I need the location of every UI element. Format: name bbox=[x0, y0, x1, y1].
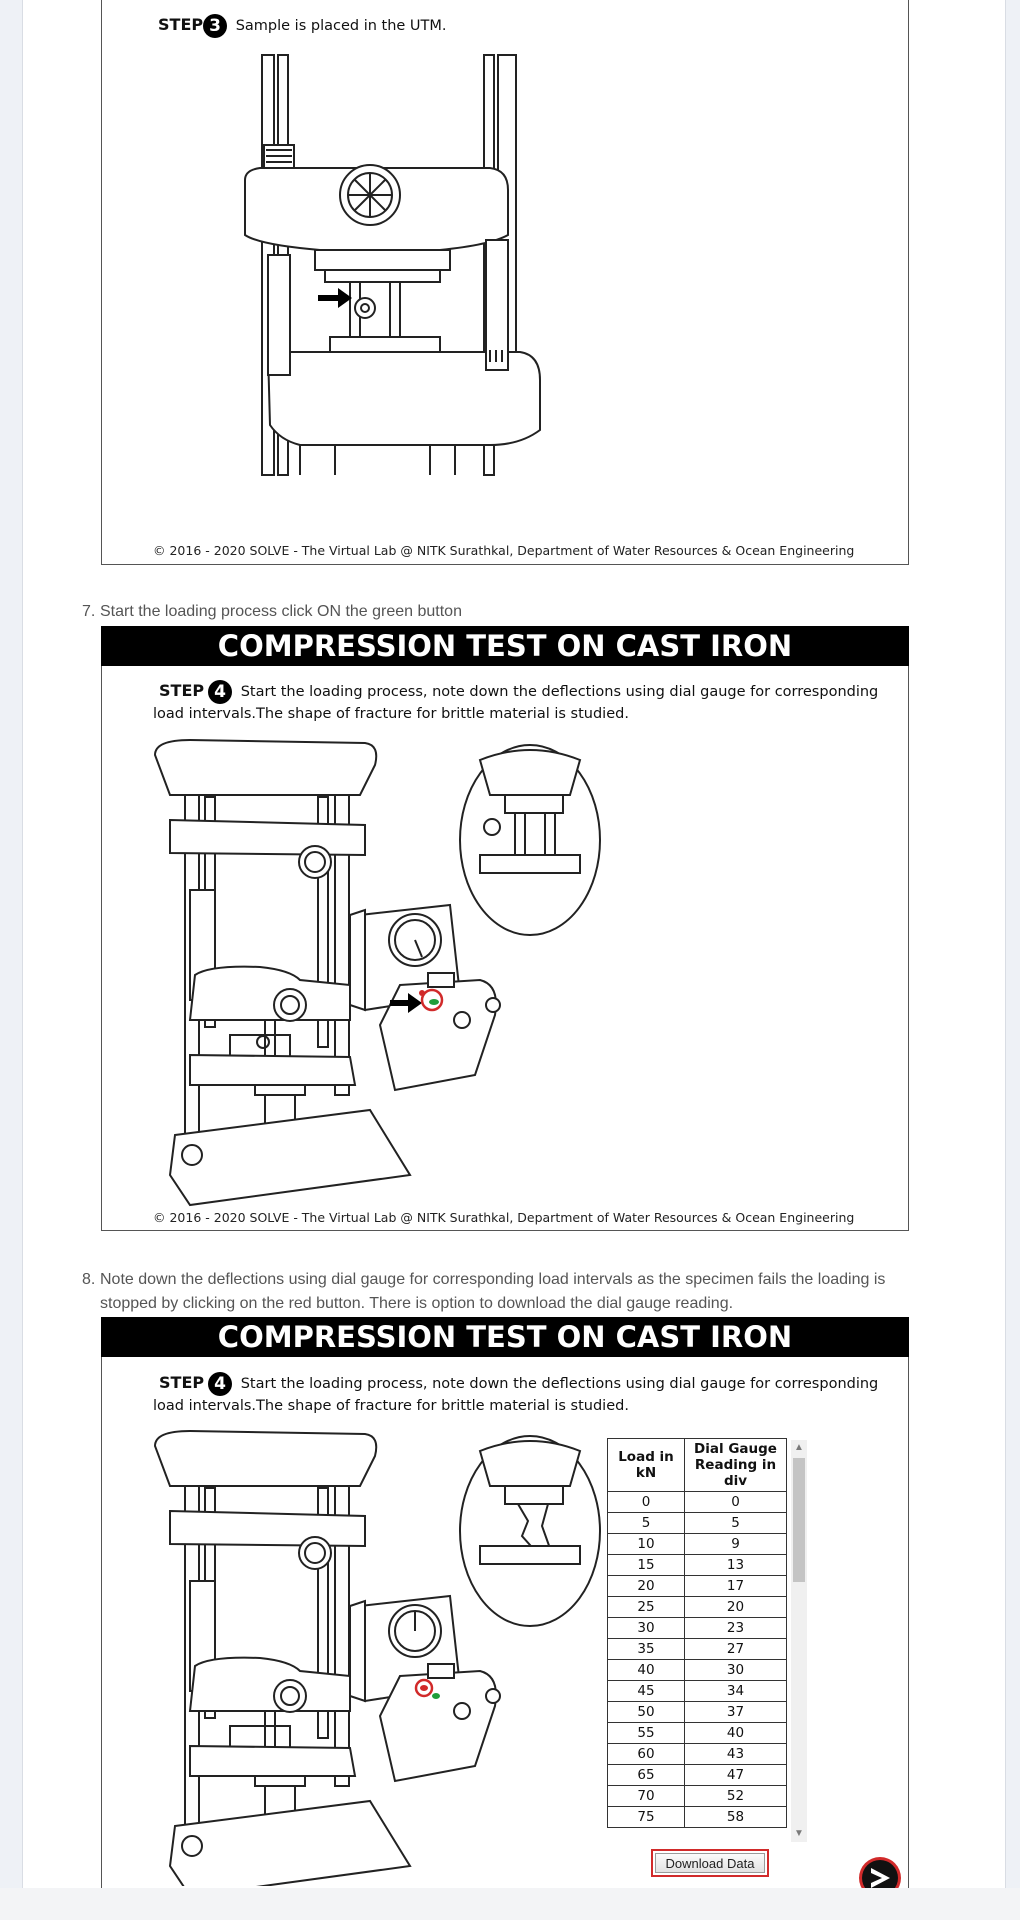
load-cell: 55 bbox=[607, 1722, 685, 1744]
utm-machine-illustration-7 bbox=[153, 738, 601, 1207]
load-cell: 30 bbox=[607, 1617, 685, 1639]
load-cell: 10 bbox=[607, 1533, 685, 1555]
instruction-7: 7. Start the loading process click ON th… bbox=[82, 600, 978, 624]
load-cell: 15 bbox=[607, 1554, 685, 1576]
scrollbar-thumb[interactable] bbox=[793, 1458, 805, 1582]
step3-label: STEP bbox=[158, 15, 204, 34]
step4-text-8-line2: load intervals.The shape of fracture for… bbox=[153, 1398, 629, 1414]
utm-machine-illustration-8 bbox=[153, 1429, 601, 1886]
dial-reading-cell: 20 bbox=[684, 1596, 787, 1618]
instruction-8-text-line1: Note down the deflections using dial gau… bbox=[100, 1271, 886, 1288]
load-cell: 65 bbox=[607, 1764, 685, 1786]
load-cell: 40 bbox=[607, 1659, 685, 1681]
banner-title-7: COMPRESSION TEST ON CAST IRON bbox=[101, 626, 909, 666]
banner-title-8: COMPRESSION TEST ON CAST IRON bbox=[101, 1317, 909, 1357]
dial-reading-cell: 0 bbox=[684, 1491, 787, 1513]
dial-reading-cell: 47 bbox=[684, 1764, 787, 1786]
table-scrollbar[interactable]: ▲ ▼ bbox=[791, 1440, 807, 1842]
table-header-row: Load in kN Dial Gauge Reading in div bbox=[607, 1438, 787, 1492]
column-header-dial-reading: Dial Gauge Reading in div bbox=[684, 1438, 787, 1492]
dial-reading-cell: 13 bbox=[684, 1554, 787, 1576]
step4-number-badge-7: 4 bbox=[208, 680, 233, 704]
load-cell: 0 bbox=[607, 1491, 685, 1513]
step4-text-7-line2: load intervals.The shape of fracture for… bbox=[153, 706, 629, 722]
dial-reading-cell: 9 bbox=[684, 1533, 787, 1555]
dial-reading-cell: 58 bbox=[684, 1806, 787, 1828]
step3-text: Sample is placed in the UTM. bbox=[235, 18, 447, 34]
step4-text-7-line1: Start the loading process, note down the… bbox=[240, 684, 879, 700]
load-cell: 45 bbox=[607, 1680, 685, 1702]
load-cell: 50 bbox=[607, 1701, 685, 1723]
dial-reading-cell: 37 bbox=[684, 1701, 787, 1723]
load-cell: 70 bbox=[607, 1785, 685, 1807]
bottom-bar bbox=[0, 1888, 1020, 1920]
step3-copyright: © 2016 - 2020 SOLVE - The Virtual Lab @ … bbox=[153, 543, 855, 558]
load-cell: 25 bbox=[607, 1596, 685, 1618]
down-arrow-icon[interactable]: ▼ bbox=[794, 1828, 804, 1839]
load-cell: 60 bbox=[607, 1743, 685, 1765]
instruction-8: 8. Note down the deflections using dial … bbox=[82, 1268, 978, 1316]
instruction-7-text: Start the loading process click ON the g… bbox=[100, 603, 462, 620]
column-header-load: Load in kN bbox=[607, 1438, 685, 1492]
download-data-button[interactable]: Download Data bbox=[651, 1849, 769, 1877]
dial-reading-cell: 17 bbox=[684, 1575, 787, 1597]
step4-label-7: STEP bbox=[159, 681, 205, 700]
download-data-label: Download Data bbox=[655, 1853, 765, 1873]
instruction-8-text-line2: stopped by clicking on the red button. T… bbox=[100, 1295, 734, 1312]
dial-reading-cell: 5 bbox=[684, 1512, 787, 1534]
instruction-7-number: 7. bbox=[82, 603, 96, 620]
dial-reading-cell: 52 bbox=[684, 1785, 787, 1807]
load-cell: 20 bbox=[607, 1575, 685, 1597]
load-cell: 5 bbox=[607, 1512, 685, 1534]
dial-reading-cell: 40 bbox=[684, 1722, 787, 1744]
step4-text-8-line1: Start the loading process, note down the… bbox=[240, 1376, 879, 1392]
dial-reading-cell: 23 bbox=[684, 1617, 787, 1639]
utm-sample-placement-illustration bbox=[244, 54, 541, 476]
load-cell: 35 bbox=[607, 1638, 685, 1660]
load-cell: 75 bbox=[607, 1806, 685, 1828]
instruction-8-number: 8. bbox=[82, 1271, 96, 1288]
step3-number-badge: 3 bbox=[203, 14, 228, 38]
dial-reading-cell: 43 bbox=[684, 1743, 787, 1765]
dial-reading-cell: 30 bbox=[684, 1659, 787, 1681]
step4-label-8: STEP bbox=[159, 1373, 205, 1392]
up-arrow-icon[interactable]: ▲ bbox=[794, 1442, 804, 1453]
dial-reading-cell: 27 bbox=[684, 1638, 787, 1660]
step4-number-badge-8: 4 bbox=[208, 1372, 233, 1396]
step4-copyright-7: © 2016 - 2020 SOLVE - The Virtual Lab @ … bbox=[153, 1210, 855, 1225]
dial-reading-cell: 34 bbox=[684, 1680, 787, 1702]
